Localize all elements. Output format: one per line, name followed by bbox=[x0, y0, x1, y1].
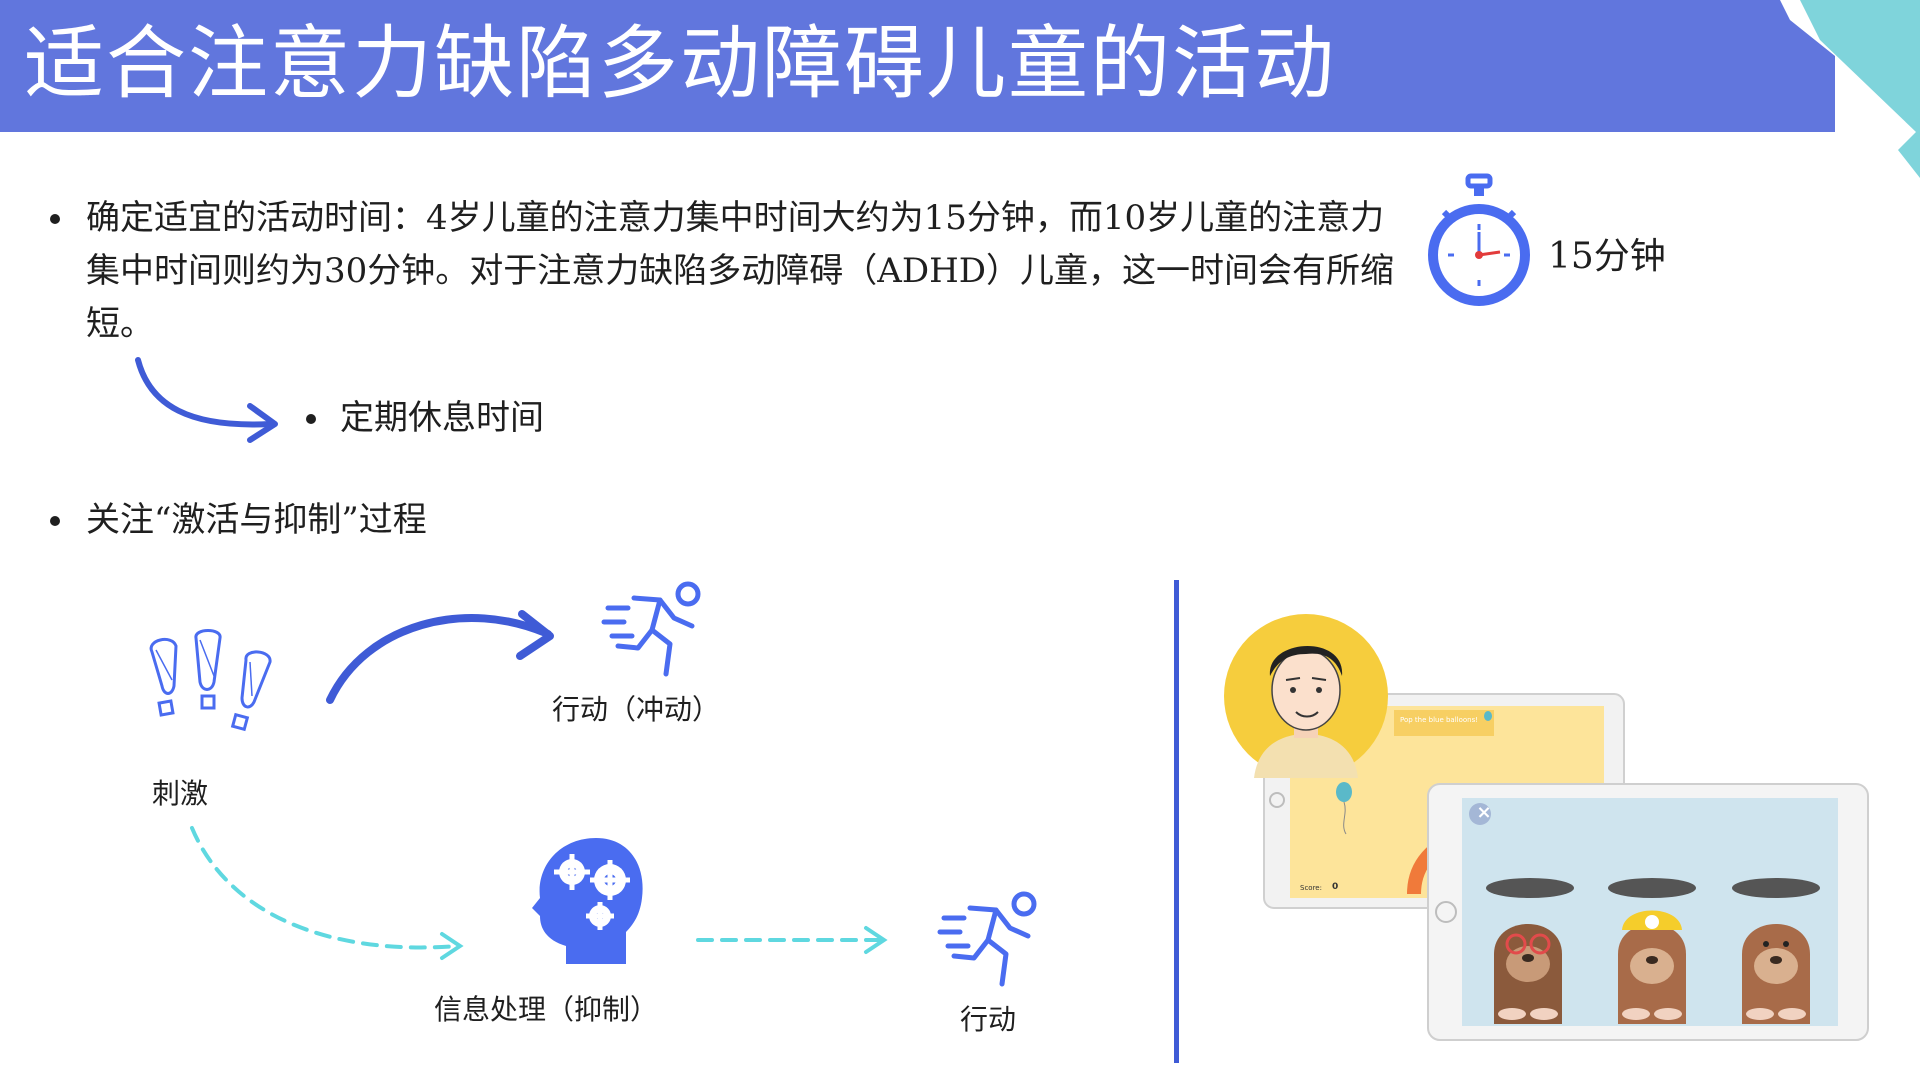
balloon-game-prompt: Pop the blue balloons! bbox=[1400, 716, 1479, 724]
stopwatch-icon bbox=[1428, 173, 1530, 306]
stopwatch-label: 15分钟 bbox=[1548, 236, 1666, 277]
score-value: 0 bbox=[1332, 882, 1339, 892]
processing-label: 信息处理（抑制） bbox=[434, 993, 659, 1026]
process-paragraph: 关注“激活与抑制”过程 bbox=[86, 500, 427, 540]
corner-decoration bbox=[1780, 0, 1920, 180]
stimulus-to-processing-arrow-icon bbox=[190, 826, 464, 960]
boy-avatar bbox=[1224, 614, 1388, 778]
running-person-icon bbox=[601, 581, 701, 677]
score-label: Score: bbox=[1300, 884, 1322, 892]
stimulus-label: 刺激 bbox=[152, 777, 209, 810]
section-divider bbox=[1174, 580, 1179, 1063]
title-bar bbox=[0, 0, 1835, 132]
curved-arrow-icon bbox=[135, 357, 278, 443]
rest-item: 定期休息时间 bbox=[340, 398, 544, 438]
impulsive-arrow-icon bbox=[326, 610, 554, 704]
bullet-dot bbox=[50, 516, 60, 526]
page-title: 适合注意力缺陷多动障碍儿童的活动 bbox=[24, 17, 1336, 110]
mole-game-tablet bbox=[1427, 783, 1869, 1041]
running-person-icon bbox=[937, 891, 1037, 987]
bullet-dot bbox=[50, 214, 60, 224]
bullet-dot bbox=[306, 414, 316, 424]
time-paragraph: 确定适宜的活动时间：4岁儿童的注意力集中时间大约为15分钟，而10岁儿童的注意力… bbox=[86, 198, 1394, 344]
close-icon[interactable]: × bbox=[1476, 802, 1492, 823]
impulsive-action-label: 行动（冲动） bbox=[552, 693, 721, 726]
exclamation-marks-icon bbox=[149, 629, 272, 732]
processing-to-action-arrow-icon bbox=[696, 926, 888, 954]
action-label: 行动 bbox=[960, 1003, 1017, 1036]
brain-gears-icon bbox=[532, 838, 643, 964]
